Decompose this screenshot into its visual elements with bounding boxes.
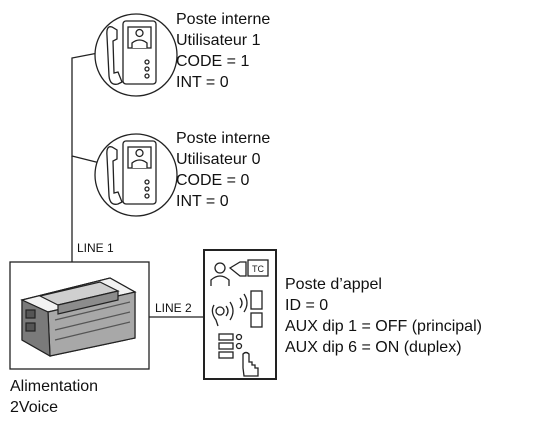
power-supply-model: 2Voice [10,399,59,416]
call-station-id: ID = 0 [285,297,329,314]
call-station-type: Poste d’appel [285,276,382,293]
internal-station-0-icon [94,133,178,217]
call-station-aux-dip-1: AUX dip 1 = OFF (principal) [285,318,482,335]
power-supply-name: Alimentation [10,378,99,395]
internal-station-1-code: CODE = 1 [176,53,250,70]
internal-station-1-icon [94,13,178,97]
line-1-label: LINE 1 [77,241,114,255]
internal-station-1-int: INT = 0 [176,74,229,91]
call-station-aux-dip-6: AUX dip 6 = ON (duplex) [285,339,462,356]
power-supply-label: Alimentation 2Voice [10,376,98,418]
internal-station-1-user: Utilisateur 1 [176,32,261,49]
line-2-label: LINE 2 [155,301,192,315]
internal-station-1-type: Poste interne [176,11,271,28]
internal-station-0-code: CODE = 0 [176,172,250,189]
internal-station-0-user: Utilisateur 0 [176,151,261,168]
power-supply-icon [9,261,150,370]
internal-station-0-type: Poste interne [176,130,271,147]
tc-badge: TC [252,264,264,274]
internal-station-0-int: INT = 0 [176,193,229,210]
internal-station-1-label: Poste interne Utilisateur 1 CODE = 1 INT… [176,9,270,93]
internal-station-0-label: Poste interne Utilisateur 0 CODE = 0 INT… [176,128,270,212]
call-station-label: Poste d’appel ID = 0 AUX dip 1 = OFF (pr… [285,274,482,358]
call-station-icon [203,249,277,380]
